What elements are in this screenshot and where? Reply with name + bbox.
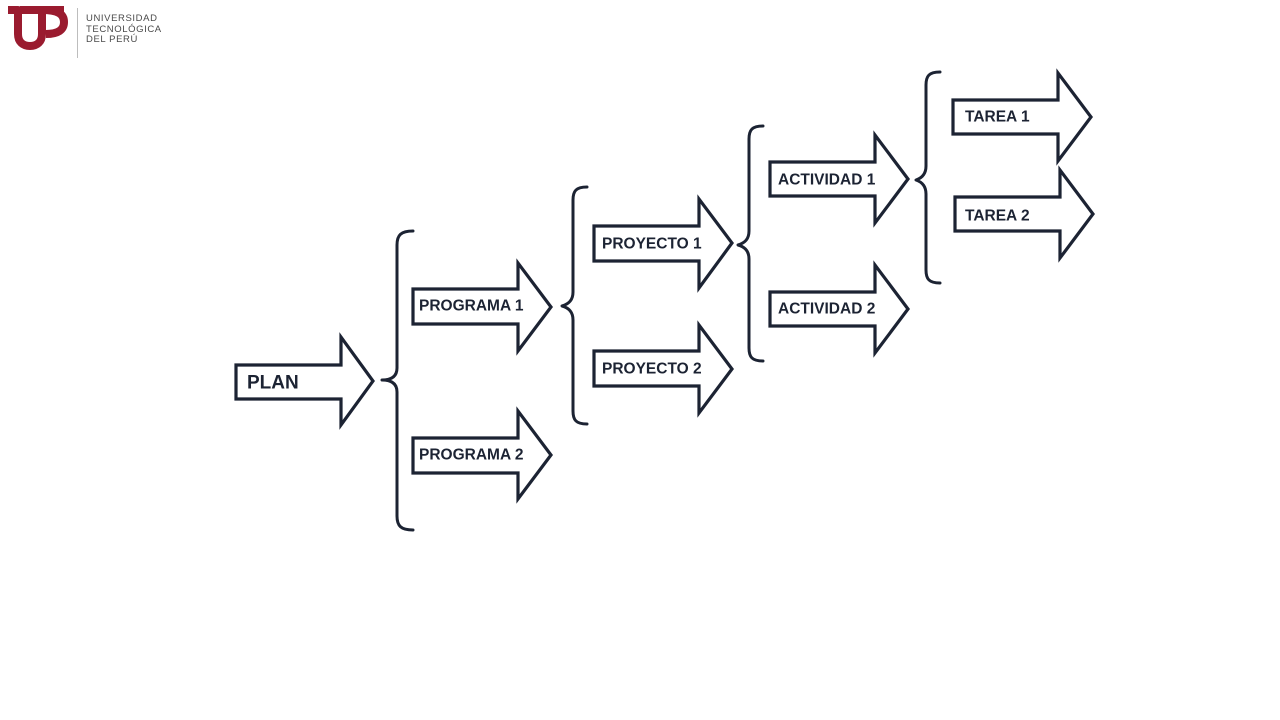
arrow-label-actividad-1: ACTIVIDAD 1 <box>778 172 876 189</box>
arrow-label-tarea-1: TAREA 1 <box>965 109 1030 126</box>
arrow-label-tarea-2: TAREA 2 <box>965 208 1030 225</box>
arrow-tarea-2: TAREA 2 <box>953 165 1095 263</box>
arrow-label-programa-1: PROGRAMA 1 <box>419 298 524 315</box>
arrow-tarea-1: TAREA 1 <box>951 68 1093 166</box>
brace-plan <box>380 229 415 532</box>
arrow-proyecto-1: PROYECTO 1 <box>592 194 734 293</box>
logo-line-2: TECNOLÓGICA <box>86 23 162 35</box>
logo-wordmark: UNIVERSIDAD TECNOLÓGICA DEL PERÚ <box>86 13 162 46</box>
utp-logo-mark-icon <box>8 6 69 50</box>
arrow-label-actividad-2: ACTIVIDAD 2 <box>778 301 875 318</box>
arrow-label-programa-2: PROGRAMA 2 <box>419 447 524 464</box>
brace-actividad-1 <box>914 70 942 285</box>
brace-programa-1 <box>560 185 589 426</box>
logo-line-3: DEL PERÚ <box>86 34 138 45</box>
arrow-plan: PLAN <box>234 332 375 430</box>
brace-proyecto-1 <box>736 124 765 363</box>
arrow-programa-2: PROGRAMA 2 <box>411 406 553 504</box>
arrow-proyecto-2: PROYECTO 2 <box>592 320 734 418</box>
logo-line-1: UNIVERSIDAD <box>86 13 158 24</box>
logo-divider <box>77 8 78 58</box>
arrow-label-proyecto-2: PROYECTO 2 <box>602 361 702 378</box>
arrow-actividad-1: ACTIVIDAD 1 <box>768 130 910 228</box>
arrow-label-plan: PLAN <box>247 373 299 394</box>
arrow-label-proyecto-1: PROYECTO 1 <box>602 236 702 253</box>
university-logo: UNIVERSIDAD TECNOLÓGICA DEL PERÚ <box>6 4 166 58</box>
arrow-actividad-2: ACTIVIDAD 2 <box>768 260 910 358</box>
arrow-programa-1: PROGRAMA 1 <box>411 258 553 356</box>
